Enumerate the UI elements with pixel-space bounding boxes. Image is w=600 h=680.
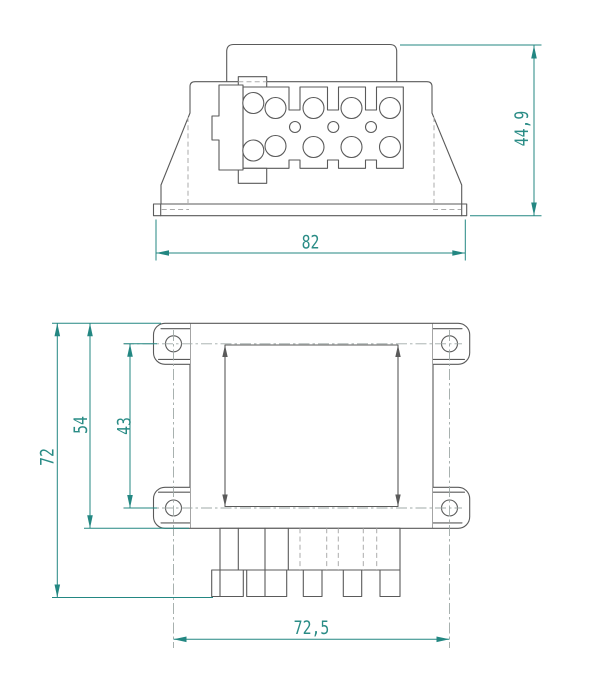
frame-body xyxy=(189,322,434,529)
rivet-circle xyxy=(364,120,378,134)
rivet-circle xyxy=(327,120,340,134)
screw-circle xyxy=(242,91,265,115)
terminal-screws xyxy=(242,91,402,162)
rivet-circle xyxy=(288,120,302,134)
dim-front-height: 44,9 xyxy=(511,111,533,147)
screw-circle xyxy=(242,139,265,162)
screw-circle xyxy=(378,135,402,159)
terminal-pins xyxy=(211,527,401,598)
arrowhead xyxy=(87,323,93,337)
top-view-dimensions: 72 54 43 72,5 xyxy=(37,322,450,643)
pin-tab xyxy=(342,569,363,598)
arrowhead xyxy=(54,584,61,598)
screw-circle xyxy=(378,96,402,120)
arrowhead xyxy=(452,250,466,256)
arrowhead xyxy=(127,495,133,508)
coil-cap xyxy=(226,43,398,82)
corner-mark xyxy=(222,345,228,357)
corner-mark xyxy=(395,345,401,357)
top-view xyxy=(123,322,471,648)
strip-tab-bottom xyxy=(237,167,268,184)
arrowhead xyxy=(173,636,187,643)
screw-circle xyxy=(340,135,363,159)
arrowhead xyxy=(531,202,537,216)
arrowhead xyxy=(54,323,61,337)
clamp-plate xyxy=(211,84,244,171)
dim-top-overall: 72 xyxy=(37,448,59,466)
front-view xyxy=(152,43,468,217)
dim-top-body: 54 xyxy=(70,416,92,434)
arrowhead xyxy=(156,250,169,256)
arrowhead xyxy=(531,45,537,59)
coil-window xyxy=(224,344,399,508)
screw-circle xyxy=(302,135,325,159)
arrowhead xyxy=(87,515,93,529)
pin-housing xyxy=(219,527,401,571)
screw-circle xyxy=(264,96,287,120)
pin-tab xyxy=(211,569,244,598)
pin-tab xyxy=(379,569,401,598)
corner-mark xyxy=(222,494,228,507)
dim-hole-pitch-h: 72,5 xyxy=(294,617,330,639)
pin-tab xyxy=(302,569,323,598)
screw-circle xyxy=(264,134,287,158)
arrowhead xyxy=(127,343,133,357)
screw-circle xyxy=(340,96,363,120)
dim-front-width: 82 xyxy=(302,232,320,254)
pin-tab xyxy=(246,569,288,598)
terminal-strip xyxy=(242,86,404,169)
front-view-dimensions: 44,9 82 xyxy=(155,44,542,261)
dim-hole-pitch-v: 43 xyxy=(114,417,136,435)
corner-mark xyxy=(395,494,401,507)
base-flange xyxy=(152,203,468,217)
arrowhead xyxy=(436,636,450,643)
screw-circle xyxy=(302,96,325,120)
